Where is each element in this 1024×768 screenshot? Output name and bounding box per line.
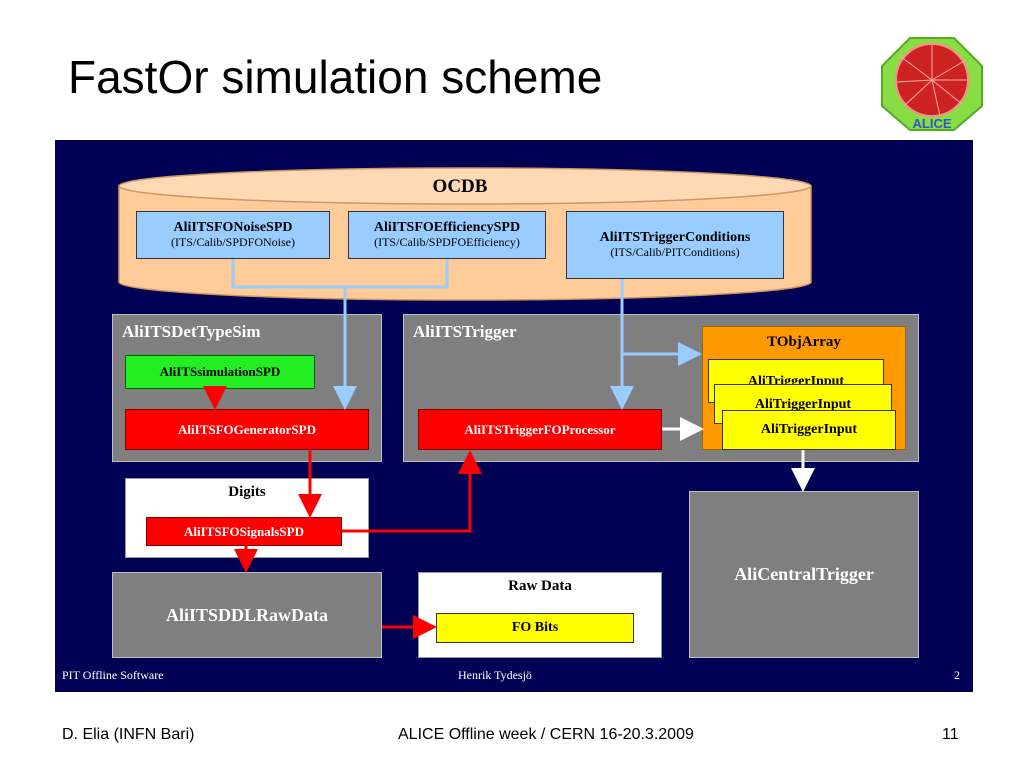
arrow-signals-to-processor	[342, 450, 482, 533]
calib-efficiency-box: AliITSFOEfficiencySPD (ITS/Calib/SPDFOEf…	[348, 211, 546, 259]
arrow-noise-to-generator	[231, 259, 345, 289]
calib-noise-path: (ITS/Calib/SPDFONoise)	[170, 235, 295, 250]
footer-author: D. Elia (INFN Bari)	[62, 726, 195, 743]
dettypesim-label: AliITSDetTypeSim	[122, 322, 261, 341]
slide-title: FastOr simulation scheme	[68, 51, 603, 103]
ddl-raw-data-box: AliITSDDLRawData	[112, 572, 382, 658]
panel-footer-right: 2	[954, 668, 960, 682]
trigger-input-3: AliTriggerInput	[722, 410, 896, 450]
footer-event: ALICE Offline week / CERN 16-20.3.2009	[398, 726, 694, 743]
alice-logo: ALICE	[880, 36, 984, 132]
calib-conditions-box: AliITSTriggerConditions (ITS/Calib/PITCo…	[566, 211, 784, 279]
central-trigger-box: AliCentralTrigger	[689, 491, 919, 658]
calib-efficiency-path: (ITS/Calib/SPDFOEfficiency)	[374, 235, 520, 250]
trigger-fo-processor-box: AliITSTriggerFOProcessor	[418, 409, 662, 450]
panel-footer-center: Henrik Tydesjö	[458, 668, 532, 682]
ocdb-label: OCDB	[432, 176, 488, 197]
digits-label: Digits	[228, 484, 266, 500]
fo-signals-spd-box: AliITSFOSignalsSPD	[146, 517, 342, 546]
svg-text:ALICE: ALICE	[913, 116, 952, 131]
calib-efficiency-name: AliITSFOEfficiencySPD	[373, 220, 521, 236]
tobjarray-label: TObjArray	[767, 334, 841, 350]
arrow-efficiency-to-generator	[333, 259, 449, 410]
fo-bits-box: FO Bits	[436, 613, 634, 643]
panel-footer-left: PIT Offline Software	[62, 668, 164, 682]
trigger-label: AliITSTrigger	[413, 322, 517, 341]
raw-data-label: Raw Data	[508, 578, 572, 594]
generator-spd-box: AliITSFOGeneratorSPD	[125, 409, 369, 450]
calib-conditions-path: (ITS/Calib/PITConditions)	[610, 245, 740, 260]
calib-noise-box: AliITSFONoiseSPD (ITS/Calib/SPDFONoise)	[136, 211, 330, 259]
calib-conditions-name: AliITSTriggerConditions	[599, 230, 751, 246]
footer-page-number: 11	[942, 726, 959, 743]
simulation-spd-box: AliITSsimulationSPD	[125, 355, 315, 389]
calib-noise-name: AliITSFONoiseSPD	[173, 220, 293, 236]
